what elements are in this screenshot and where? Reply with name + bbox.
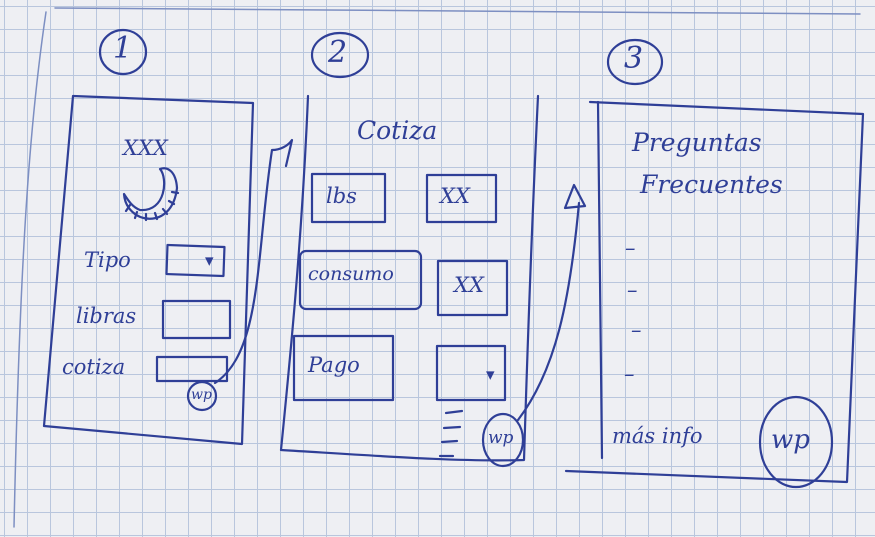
screen-1-whatsapp-button — [186, 380, 218, 412]
tipo-dropdown-arrow[interactable]: ▾ — [205, 251, 214, 271]
screen-1-frame — [42, 94, 255, 446]
faq-item[interactable]: – — [625, 236, 636, 260]
faq-title-line-2: Frecuentes — [640, 170, 783, 199]
paper-edge-left — [13, 11, 47, 528]
screen-3-whatsapp-label[interactable]: wp — [771, 425, 810, 455]
screen-2-whatsapp-label[interactable]: wp — [488, 428, 514, 448]
libras-label: libras — [76, 304, 137, 328]
step-1-number: 1 — [113, 31, 133, 66]
screen-2-whatsapp-button — [481, 412, 525, 468]
tipo-dropdown — [165, 243, 226, 278]
step-2-number: 2 — [328, 35, 348, 70]
consumo-value: XX — [454, 273, 484, 297]
logo-smile-icon — [122, 167, 179, 220]
libras-input — [161, 299, 232, 340]
screen-1-whatsapp-label[interactable]: wp — [191, 387, 212, 403]
faq-title-line-1: Preguntas — [632, 128, 762, 157]
pago-label: Pago — [308, 353, 360, 377]
consumo-value-box — [436, 259, 509, 317]
faq-item[interactable]: – — [631, 318, 642, 342]
step-1-circle — [98, 28, 148, 76]
arrow-1-to-2 — [213, 138, 294, 385]
mas-info-label: más info — [612, 424, 703, 448]
pago-box — [292, 334, 395, 402]
faq-item[interactable]: – — [627, 278, 638, 302]
step-3-circle — [606, 38, 664, 86]
consumo-label: consumo — [308, 263, 394, 285]
faq-item[interactable]: – — [624, 362, 635, 386]
paper-edge — [54, 7, 861, 15]
cotiza-label: cotiza — [62, 355, 126, 379]
pago-dropdown-box — [435, 344, 507, 402]
cotiza-input — [155, 355, 229, 383]
screen-1-title: XXX — [123, 136, 168, 160]
lbs-value-box — [425, 173, 498, 224]
scroll-dashes — [438, 409, 464, 458]
screen-2-title: Cotiza — [357, 116, 438, 145]
step-2-circle — [310, 31, 370, 79]
lbs-box — [310, 172, 387, 224]
lbs-value: XX — [440, 184, 470, 208]
screen-3-whatsapp-button — [758, 395, 834, 489]
arrow-2-to-3 — [516, 183, 587, 422]
step-3-number: 3 — [624, 41, 644, 76]
pago-dropdown-arrow[interactable]: ▾ — [486, 365, 495, 385]
lbs-label: lbs — [326, 184, 357, 208]
screen-3-frame — [564, 100, 865, 484]
consumo-box — [298, 249, 423, 311]
tipo-label: Tipo — [84, 248, 131, 272]
screen-2-frame — [279, 94, 540, 462]
